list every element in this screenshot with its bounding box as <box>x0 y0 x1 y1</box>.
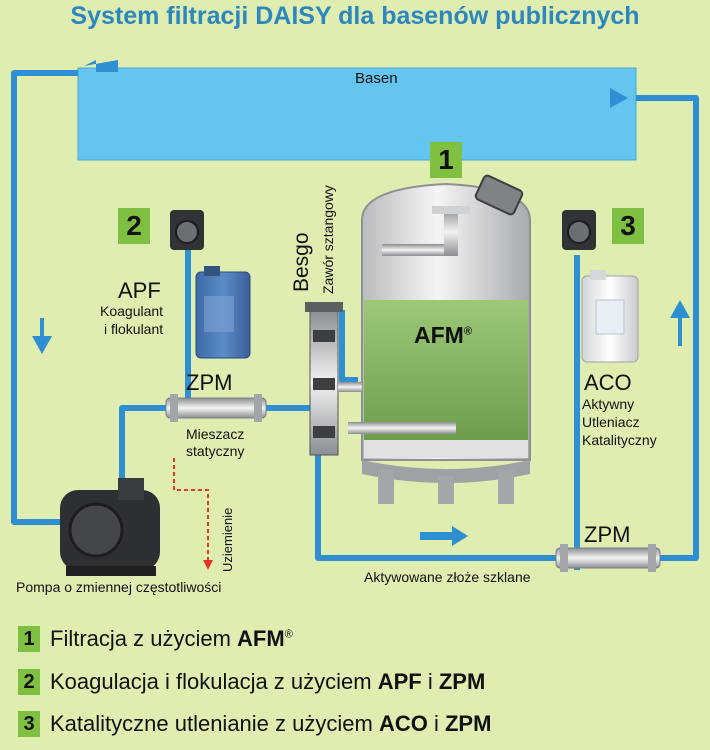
glass-bed-label: Aktywowane złoże szklane <box>364 569 531 585</box>
aco-canister <box>581 270 639 363</box>
legend-text-2: Koagulacja i flokulacja z użyciem APF i … <box>50 669 486 694</box>
besgo-valve <box>305 302 362 456</box>
pipe-besgo-to-top <box>339 310 358 383</box>
filter-media <box>364 300 528 440</box>
legend-row-2: 2 Koagulacja i flokulacja z użyciem APF … <box>18 665 485 699</box>
ground-label: Uziemienie <box>220 507 235 572</box>
arrow-down-icon <box>32 318 52 354</box>
filter-tank <box>348 174 531 504</box>
valve-label: Zawór sztangowy <box>320 185 336 294</box>
pipe-pool-to-pump <box>11 70 78 525</box>
legend-row-3: 3 Katalityczne utlenianie z użyciem ACO … <box>18 707 491 741</box>
ground-wire <box>173 458 209 560</box>
zpm-right-mixer <box>555 544 661 572</box>
besgo-label: Besgo <box>290 232 313 292</box>
zpm-right-label: ZPM <box>584 522 631 547</box>
arrow-right-icon <box>420 526 468 546</box>
arrow-up-icon <box>670 300 690 346</box>
badge-2: 2 <box>118 208 150 244</box>
pipe-network <box>11 70 699 570</box>
legend-text-1: Filtracja z użyciem AFM® <box>50 626 293 651</box>
legend-badge-3: 3 <box>18 711 40 737</box>
apf-title: APF <box>118 278 161 303</box>
pool-basin <box>77 67 637 161</box>
apf-line2: i flokulant <box>104 321 164 337</box>
badge-3: 3 <box>612 208 644 244</box>
page-title: System filtracji DAISY dla basenów publi… <box>70 2 640 30</box>
zpm-left-label: ZPM <box>186 370 233 395</box>
afm-label: AFM® <box>414 322 472 349</box>
arrow-pool-left-icon <box>84 60 118 72</box>
apf-dosing-pump <box>170 210 204 250</box>
variable-speed-pump <box>60 478 160 576</box>
pipe-pump-to-mixer <box>119 405 170 490</box>
afm-mark: ® <box>463 325 472 338</box>
aco-title: ACO <box>584 370 632 395</box>
apf-line1: Koagulant <box>100 303 164 319</box>
legend-text-3: Katalityczne utlenianie z użyciem ACO i … <box>50 711 492 736</box>
mixer-line2: statyczny <box>186 443 245 459</box>
legend-badge-2: 2 <box>18 669 40 695</box>
pipe-bottom-to-return <box>315 455 560 561</box>
zpm-left-mixer <box>165 394 267 422</box>
flow-arrows <box>32 60 690 546</box>
arrow-pool-right-icon <box>610 88 628 108</box>
aco-line3: Katalityczny <box>582 432 657 448</box>
aco-line2: Utleniacz <box>582 414 640 430</box>
afm-text: AFM <box>414 322 464 348</box>
aco-line1: Aktywny <box>582 396 635 412</box>
mixer-line1: Mieszacz <box>186 426 245 442</box>
pipe-return-to-pool <box>636 95 699 561</box>
pump-label: Pompa o zmiennej częstotliwości <box>16 579 222 595</box>
badge-1: 1 <box>430 142 462 178</box>
legend-row-1: 1 Filtracja z użyciem AFM® <box>18 622 293 656</box>
aco-dosing-pump <box>562 210 596 250</box>
ground-arrow-icon <box>203 560 213 570</box>
apf-canister <box>195 266 251 359</box>
legend-badge-1: 1 <box>18 626 40 652</box>
pool-label: Basen <box>355 70 398 87</box>
